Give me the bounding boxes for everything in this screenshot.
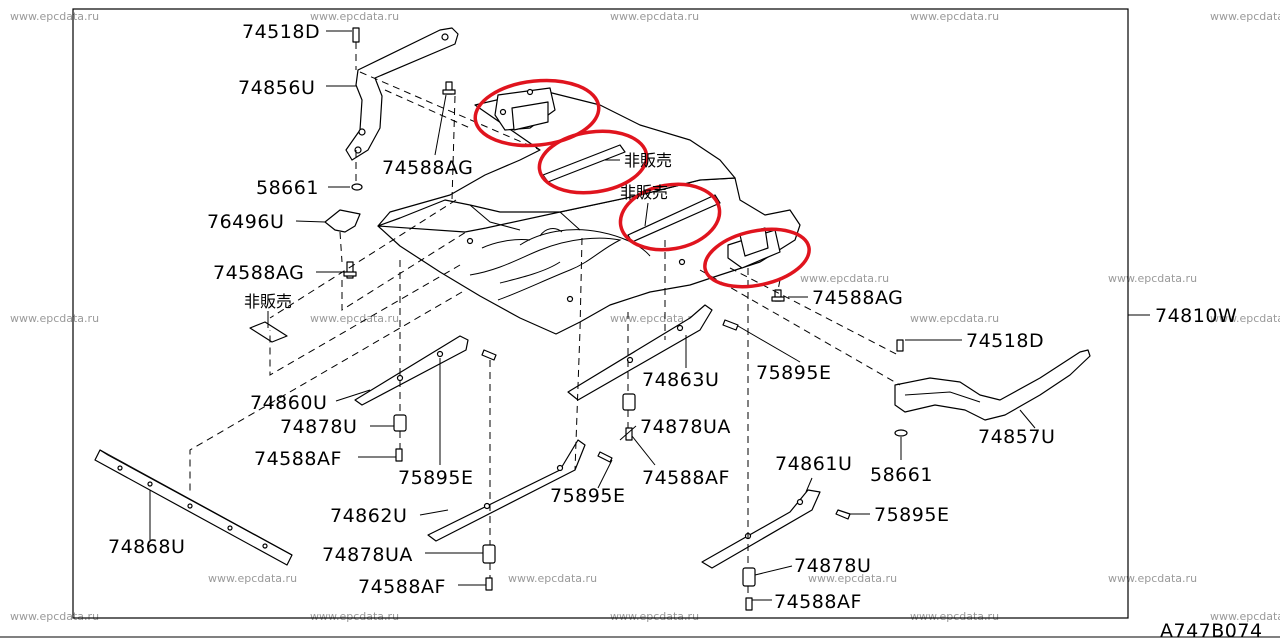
part-number-74588ag: 74588AG	[382, 157, 473, 179]
part-number-74860u: 74860U	[250, 392, 327, 414]
leader-lines	[149, 30, 1150, 601]
highlight-circle	[703, 227, 811, 289]
part-number-74861u: 74861U	[775, 453, 852, 475]
watermark: www.epcdata.ru	[310, 610, 399, 623]
watermark: www.epcdata.ru	[610, 312, 699, 325]
clip-76496u	[324, 209, 361, 233]
watermark: www.epcdata.ru	[1210, 312, 1280, 325]
member-74860u	[354, 335, 469, 406]
part-number-74878u: 74878U	[794, 555, 871, 577]
part-number-74857u: 74857U	[978, 426, 1055, 448]
part-number-74878u: 74878U	[280, 416, 357, 438]
watermark: www.epcdata.ru	[1108, 572, 1197, 585]
part-number-76496u: 76496U	[207, 211, 284, 233]
watermark: www.epcdata.ru	[310, 312, 399, 325]
not-for-sale-note: 非販売	[620, 183, 668, 202]
part-number-74588af: 74588AF	[642, 467, 730, 489]
watermark: www.epcdata.ru	[10, 312, 99, 325]
part-number-74868u: 74868U	[108, 536, 185, 558]
highlight-circle	[473, 78, 601, 148]
part-number-74862u: 74862U	[330, 505, 407, 527]
watermark: www.epcdata.ru	[1108, 272, 1197, 285]
not-for-sale-note: 非販売	[624, 151, 672, 170]
watermark: www.epcdata.ru	[910, 312, 999, 325]
part-number-58661: 58661	[256, 177, 319, 199]
watermark: www.epcdata.ru	[10, 610, 99, 623]
part-number-75895e: 75895E	[398, 467, 473, 489]
part-number-74878ua: 74878UA	[322, 544, 413, 566]
part-number-74518d: 74518D	[242, 21, 320, 43]
part-number-75895e: 75895E	[874, 504, 949, 526]
not-for-sale-note: 非販売	[244, 292, 292, 311]
part-number-74588af: 74588AF	[774, 591, 862, 613]
watermark: www.epcdata.ru	[310, 10, 399, 23]
assembly-lines	[189, 42, 901, 598]
watermark: www.epcdata.ru	[800, 272, 889, 285]
member-74868u	[94, 449, 293, 566]
part-number-74878ua: 74878UA	[640, 416, 731, 438]
watermark: www.epcdata.ru	[808, 572, 897, 585]
part-number-58661: 58661	[870, 464, 933, 486]
watermark: www.epcdata.ru	[10, 10, 99, 23]
part-number-75895e: 75895E	[550, 485, 625, 507]
watermark: www.epcdata.ru	[910, 10, 999, 23]
highlight-circles	[473, 78, 811, 289]
watermark: www.epcdata.ru	[508, 572, 597, 585]
part-number-74863u: 74863U	[642, 369, 719, 391]
diagram-frame	[72, 8, 1129, 619]
watermark-layer: www.epcdata.ru www.epcdata.ru www.epcdat…	[10, 10, 1280, 623]
screws-75895e	[481, 319, 851, 520]
part-number-74588af: 74588AF	[254, 448, 342, 470]
fasteners	[343, 27, 908, 437]
part-number-74518d: 74518D	[966, 330, 1044, 352]
part-number-74588ag: 74588AG	[213, 262, 304, 284]
member-74862u	[427, 439, 586, 542]
highlight-circle	[537, 129, 649, 195]
watermark: www.epcdata.ru	[610, 10, 699, 23]
bracket-74856u	[345, 27, 459, 161]
callout-labels: 74518D 74856U 74588AG 58661 76496U 74588…	[108, 21, 1263, 640]
highlight-circle	[618, 182, 722, 252]
watermark: www.epcdata.ru	[910, 610, 999, 623]
plate-not-for-sale	[249, 321, 288, 343]
part-number-74588af: 74588AF	[358, 576, 446, 598]
watermark: www.epcdata.ru	[1210, 610, 1280, 623]
watermark: www.epcdata.ru	[1210, 10, 1280, 23]
part-number-74810w: 74810W	[1155, 305, 1237, 327]
part-number-75895e: 75895E	[756, 362, 831, 384]
watermark: www.epcdata.ru	[208, 572, 297, 585]
part-number-74856u: 74856U	[238, 77, 315, 99]
watermark: www.epcdata.ru	[610, 610, 699, 623]
diagram-code: A747B074	[1160, 620, 1263, 640]
part-number-74588ag: 74588AG	[812, 287, 903, 309]
bracket-74857u	[894, 349, 1091, 421]
